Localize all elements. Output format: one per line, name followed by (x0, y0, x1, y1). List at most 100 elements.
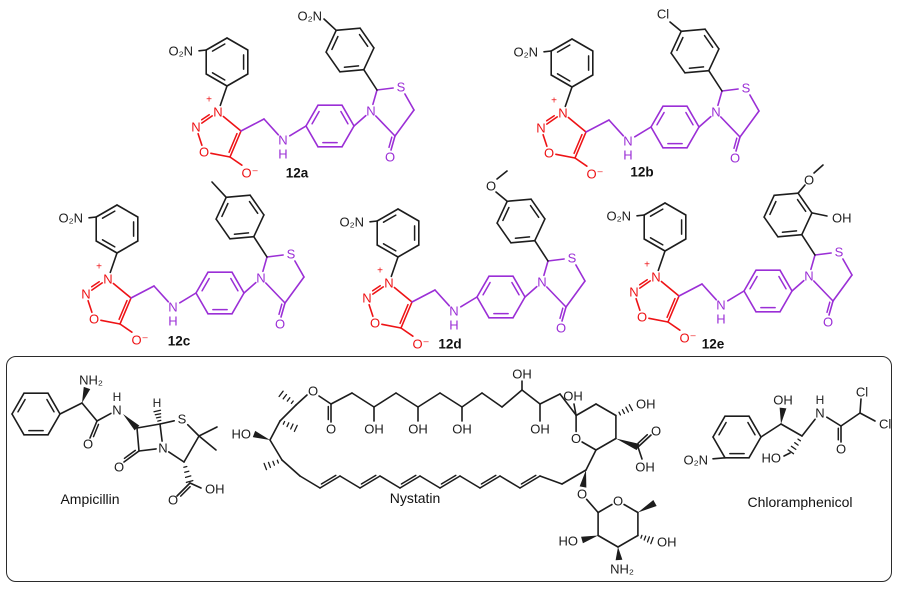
atom-label-plus: + (551, 96, 557, 107)
bond-line (390, 256, 399, 278)
bond-line (390, 135, 396, 151)
bond-line (231, 271, 245, 294)
bond-line (574, 131, 587, 159)
bond-wedge (579, 470, 587, 488)
bond-line (353, 114, 367, 127)
atom-label-oh: OH (205, 482, 225, 497)
bond-line (215, 218, 231, 240)
bond-line (376, 208, 399, 222)
bond-hash (286, 397, 291, 402)
bond-hash (650, 536, 654, 545)
bond-hash (640, 534, 643, 539)
bond-line (501, 389, 523, 408)
bond-wedge (637, 500, 657, 513)
bond-line (136, 423, 161, 429)
bond-double (638, 278, 648, 286)
bond-double (179, 485, 191, 497)
reference-drugs-box (6, 356, 892, 582)
ring-double (556, 44, 571, 53)
bond-double (118, 299, 128, 321)
bond-hash (282, 420, 286, 425)
bond-line (650, 105, 664, 128)
bond-line (707, 69, 723, 92)
bond-hash (293, 424, 298, 433)
bond-line (585, 119, 610, 133)
atom-label-n: N (629, 285, 638, 300)
drug-name-chloramphenicol: Chloramphenicol (747, 494, 853, 510)
bond-line (87, 299, 93, 314)
bond-line (512, 296, 526, 319)
atom-label-n: N (711, 105, 720, 120)
bond-line (362, 47, 375, 71)
bond-line (159, 423, 163, 442)
bond-hash (290, 400, 294, 405)
bond-line (575, 264, 586, 282)
atom-label-n: N (366, 104, 375, 119)
ring-double (382, 243, 397, 252)
bond-line (376, 244, 399, 258)
bond-line (581, 441, 597, 451)
bond-hash (184, 470, 190, 473)
bond-line (319, 475, 341, 489)
atom-label-n: N (278, 133, 287, 148)
bond-line (81, 402, 98, 422)
bond-line (555, 153, 576, 159)
bond-line (719, 116, 741, 138)
atom-label-n: N (815, 406, 824, 421)
bond-line (512, 275, 526, 298)
bond-line (698, 115, 712, 128)
bond-line (91, 282, 103, 291)
bond-line (561, 469, 587, 485)
bond-line (112, 282, 132, 299)
bond-double (123, 449, 137, 460)
atom-label-oh: OH (636, 397, 656, 412)
atom-label-oh: OH (563, 389, 583, 404)
bond-line (670, 30, 683, 54)
bond-line (305, 104, 319, 127)
bond-line (550, 74, 573, 88)
bond-line (726, 290, 745, 302)
atom-label-o_minus: O⁻ (587, 167, 604, 182)
bond-line (351, 392, 375, 408)
atom-label-n: N (716, 298, 725, 313)
bond-line (116, 204, 139, 218)
atom-label-o: O (544, 146, 554, 161)
bond-line (219, 85, 228, 107)
bond-line (530, 198, 546, 220)
bond-line (842, 258, 853, 276)
bond-line (773, 192, 799, 197)
ring-double (331, 35, 339, 51)
atom-label-o: O (651, 424, 661, 439)
atom-label-n: N (804, 269, 813, 284)
bond-line (183, 435, 200, 463)
bond-line (95, 204, 118, 218)
bond-line (748, 436, 762, 459)
bond-line (550, 38, 573, 52)
ring-double (685, 111, 694, 126)
atom-label-o: O (556, 321, 566, 336)
compound-id-12e: 12e (701, 336, 725, 352)
bond-line (571, 74, 594, 88)
bond-line (119, 297, 132, 325)
bond-double (637, 433, 649, 445)
bond-wedge (252, 430, 270, 440)
bond-line (637, 446, 643, 460)
atom-label-oh: OH (408, 422, 428, 437)
atom-label-o: O (370, 316, 380, 331)
ring-double (703, 34, 714, 49)
bond-line (325, 51, 341, 73)
bond-line (119, 323, 133, 334)
bond-line (749, 94, 760, 112)
ring-double (796, 198, 807, 213)
bond-line (670, 52, 686, 74)
bond-line (585, 498, 599, 514)
compound-id-12a: 12a (285, 165, 309, 181)
bond-hash (155, 416, 162, 419)
bond-line (657, 250, 666, 272)
bond-line (195, 292, 209, 315)
bond-double (733, 137, 738, 150)
bond-hash (267, 461, 272, 469)
bond-line (801, 418, 816, 437)
bond-double (228, 132, 238, 154)
